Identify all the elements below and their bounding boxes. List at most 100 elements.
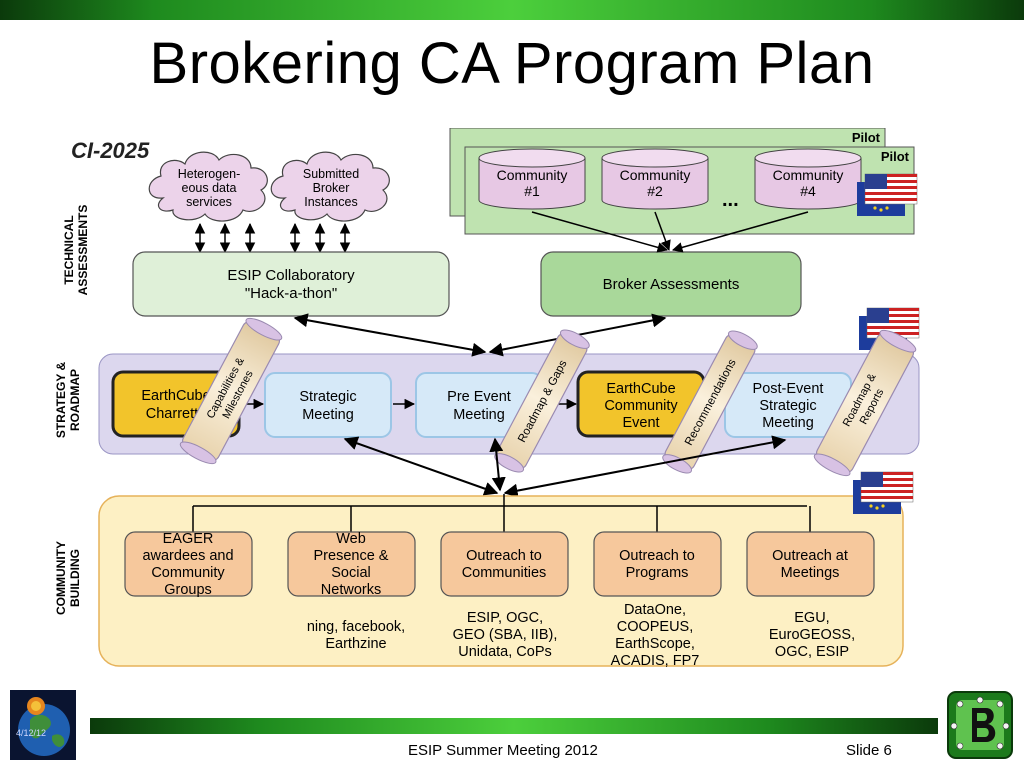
roadmap-box-label: EarthCube xyxy=(606,381,675,397)
bottom-green-bar xyxy=(90,718,938,734)
roadmap-box-post-event-strategic-meeting: Post-Event Strategic Meeting xyxy=(724,372,852,438)
cloud-label: Instances xyxy=(304,195,358,209)
program-plan-diagram: CI-2025 TECHNICAL ASSESSMENTS STRATEGY &… xyxy=(54,128,920,669)
roadmap-box-label: Meeting xyxy=(453,407,505,423)
community-db-label: #1 xyxy=(524,183,540,199)
community-box-label: Networks xyxy=(321,582,381,598)
cloud-label: eous data xyxy=(182,181,237,195)
cloud-heterogeneous-data-services: Heterogen- eous data services xyxy=(148,151,268,222)
pilot-label-front: Pilot xyxy=(881,149,910,164)
community-note-communities: ESIP, OGC, GEO (SBA, IIB), Unidata, CoPs xyxy=(453,610,558,660)
community-box-label: Community xyxy=(151,565,225,581)
community-box-label: awardees and xyxy=(142,548,233,564)
flag-pair-community xyxy=(853,471,914,514)
community-box-outreach-meetings: Outreach at Meetings xyxy=(746,531,875,597)
community-box-label: Meetings xyxy=(781,565,840,581)
community-note-line: COOPEUS, xyxy=(617,619,694,635)
roadmap-box-label: Meeting xyxy=(762,415,814,431)
community-box-label: Programs xyxy=(626,565,689,581)
community-box-eager: EAGER awardees and Community Groups xyxy=(124,531,253,598)
section-label-line: COMMUNITY xyxy=(54,541,68,615)
community-box-label: Groups xyxy=(164,582,212,598)
hackathon-label: "Hack-a-thon" xyxy=(245,285,337,302)
community-note-line: EarthScope, xyxy=(615,636,695,652)
section-label-strategy: STRATEGY & ROADMAP xyxy=(54,362,82,439)
pilot-label-back: Pilot xyxy=(852,130,881,145)
community-box-outreach-communities: Outreach to Communities xyxy=(440,531,569,597)
community-db-label: #2 xyxy=(647,183,663,199)
roadmap-box-label: Event xyxy=(622,415,659,431)
roadmap-box-earthcube-community-event: EarthCube Community Event xyxy=(576,370,706,438)
community-note-line: EGU, xyxy=(794,610,829,626)
community-note-line: Earthzine xyxy=(325,636,386,652)
roadmap-box-label: Meeting xyxy=(302,407,354,423)
roadmap-box-label: Community xyxy=(604,398,678,414)
footer-slide-number: Slide 6 xyxy=(846,742,892,759)
ellipsis: ... xyxy=(722,189,739,211)
community-box-label: Outreach at xyxy=(772,548,848,564)
community-box-label: Social xyxy=(331,565,371,581)
community-box-label: Presence & xyxy=(314,548,389,564)
community-db-label: #4 xyxy=(800,183,816,199)
top-green-bar xyxy=(0,0,1024,20)
footer-meeting: ESIP Summer Meeting 2012 xyxy=(408,742,598,759)
hackathon-box: ESIP Collaboratory "Hack-a-thon" xyxy=(132,251,450,317)
community-note-web: ning, facebook, Earthzine xyxy=(307,619,405,652)
community-db-4: Community #4 xyxy=(754,148,862,210)
section-label-technical: TECHNICAL ASSESSMENTS xyxy=(62,205,90,296)
community-note-line: OGC, ESIP xyxy=(775,644,849,660)
community-box-outreach-programs: Outreach to Programs xyxy=(593,531,722,597)
slide-title: Brokering CA Program Plan xyxy=(149,31,875,96)
broker-assessments-label: Broker Assessments xyxy=(603,276,740,293)
broker-assessments-box: Broker Assessments xyxy=(540,251,802,317)
cloud-label: services xyxy=(186,195,232,209)
roadmap-box-label: Post-Event xyxy=(753,381,824,397)
community-box-label: Communities xyxy=(462,565,547,581)
community-note-meetings: EGU, EuroGEOSS, OGC, ESIP xyxy=(769,610,855,660)
community-note-line: ning, facebook, xyxy=(307,619,405,635)
community-note-line: GEO (SBA, IIB), xyxy=(453,627,558,643)
cloud-arrows xyxy=(194,222,351,254)
section-label-line: ASSESSMENTS xyxy=(76,205,90,296)
community-box-label: Outreach to xyxy=(619,548,695,564)
cloud-label: Submitted xyxy=(303,167,359,181)
community-broker-arrows xyxy=(531,211,809,253)
community-box-label: Web xyxy=(336,531,366,547)
section-label-line: BUILDING xyxy=(68,549,82,607)
logo-date: 4/12/12 xyxy=(16,728,46,738)
community-db-label: Community xyxy=(497,167,568,183)
section-label-community: COMMUNITY BUILDING xyxy=(54,541,82,615)
roadmap-box-label: Strategic xyxy=(759,398,816,414)
convergence-arrows-bottom xyxy=(343,435,787,498)
roadmap-box-label: EarthCube xyxy=(141,388,210,404)
roadmap-box-label: Strategic xyxy=(299,389,356,405)
community-note-line: Unidata, CoPs xyxy=(458,644,552,660)
roadmap-box-strategic-meeting: Strategic Meeting xyxy=(264,372,392,438)
community-note-line: ESIP, OGC, xyxy=(467,610,543,626)
roadmap-box-label: Charrette xyxy=(146,406,206,422)
brokering-b-logo xyxy=(947,691,1013,759)
hackathon-label: ESIP Collaboratory xyxy=(227,267,355,284)
community-box-web-presence: Web Presence & Social Networks xyxy=(287,531,416,598)
flag-pair-pilot xyxy=(857,173,918,216)
community-box-label: EAGER xyxy=(163,531,214,547)
community-note-programs: DataOne, COOPEUS, EarthScope, ACADIS, FP… xyxy=(611,602,700,669)
cloud-label: Broker xyxy=(313,181,350,195)
cloud-submitted-broker-instances: Submitted Broker Instances xyxy=(270,151,390,222)
community-db-2: Community #2 xyxy=(601,148,709,210)
roadmap-box-pre-event-meeting: Pre Event Meeting xyxy=(415,372,543,438)
community-db-label: Community xyxy=(773,167,844,183)
community-db-label: Community xyxy=(620,167,691,183)
earth-globe-logo: 4/12/12 xyxy=(10,690,76,760)
community-box-label: Outreach to xyxy=(466,548,542,564)
community-note-line: DataOne, xyxy=(624,602,686,618)
section-label-line: STRATEGY & xyxy=(54,362,68,439)
community-note-line: EuroGEOSS, xyxy=(769,627,855,643)
community-db-1: Community #1 xyxy=(478,148,586,210)
cloud-label: Heterogen- xyxy=(178,167,241,181)
section-label-line: TECHNICAL xyxy=(62,215,76,284)
community-note-line: ACADIS, FP7 xyxy=(611,653,700,669)
roadmap-box-label: Pre Event xyxy=(447,389,511,405)
section-label-line: ROADMAP xyxy=(68,369,82,431)
community-connector-tree xyxy=(192,494,811,532)
